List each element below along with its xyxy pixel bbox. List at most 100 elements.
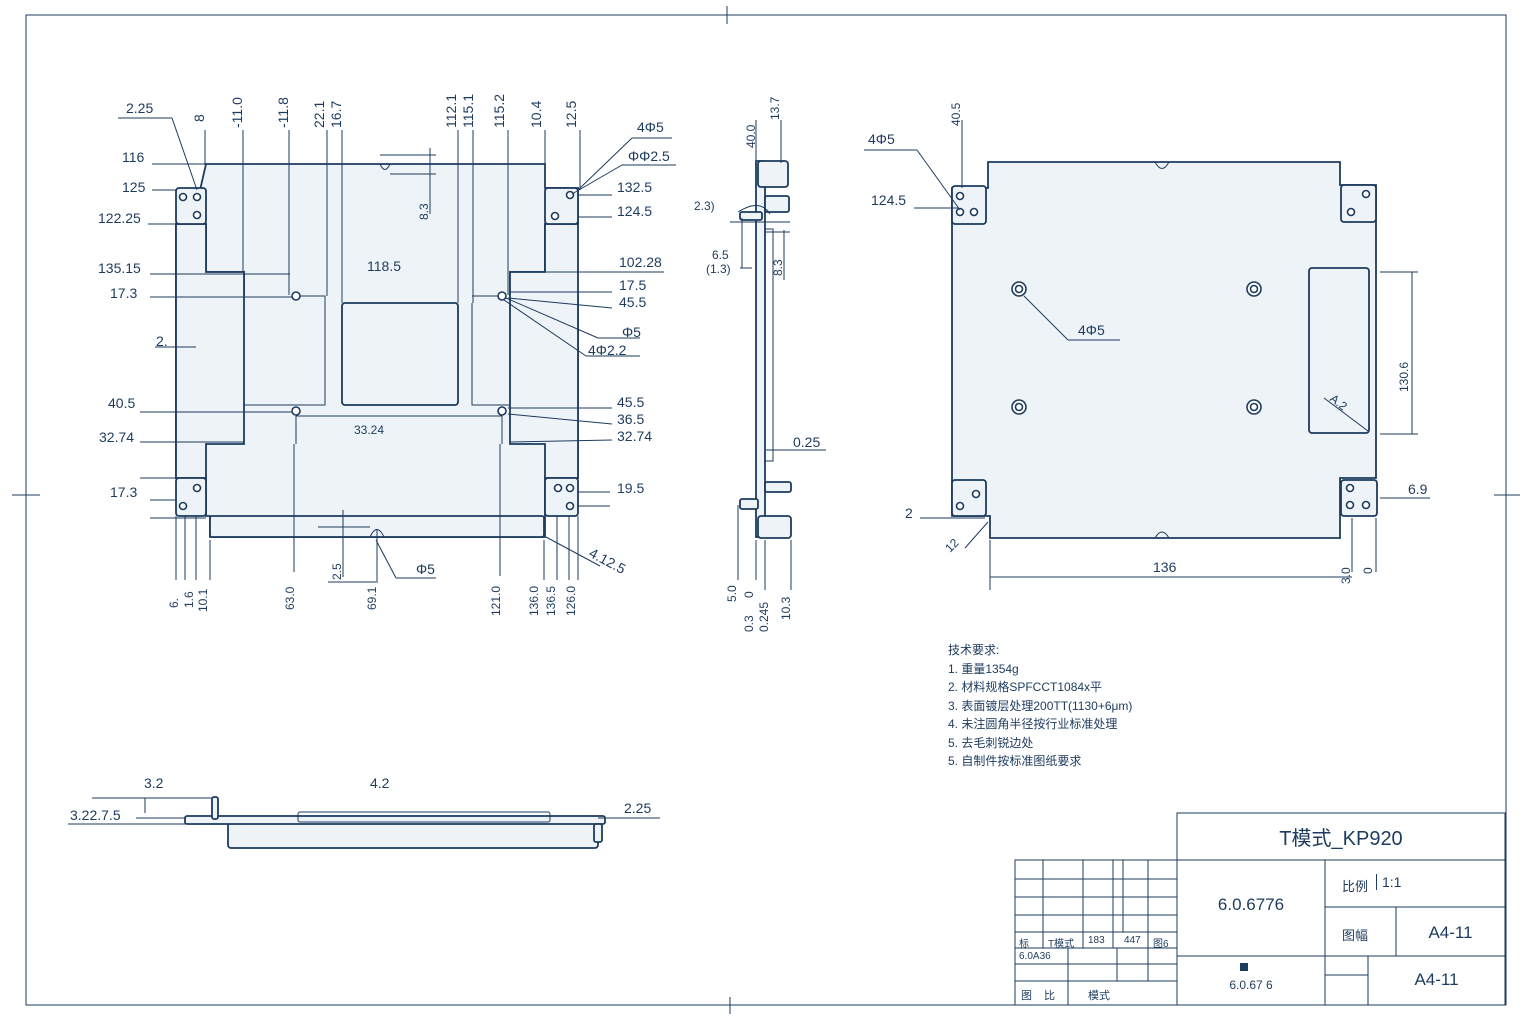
rev-code: 6.0A36: [1019, 951, 1051, 962]
dim-label: 17.3: [110, 484, 137, 500]
dim-label: 22.1: [311, 101, 327, 128]
note-item: 5. 去毛刺锐边处: [948, 735, 1034, 750]
note-item: 2. 材料规格SPFCCT1084x平: [948, 680, 1103, 694]
dim-label: 8: [191, 114, 207, 122]
dim-label: 3.2: [144, 775, 164, 791]
dim-label: 4Φ5: [868, 131, 895, 147]
dim-label: 40.0: [744, 124, 758, 148]
dim-label: 130.6: [1397, 362, 1411, 392]
dim-label: 4Φ5: [637, 119, 664, 135]
dim-label: 6.5: [712, 248, 729, 262]
sheet-border: [25, 14, 1507, 1006]
dim-label: 132.5: [617, 179, 652, 195]
bottom-cell: 比: [1044, 990, 1055, 1002]
dim-label: 69.1: [365, 586, 379, 610]
dim-label: 115.2: [491, 94, 507, 128]
tab-bottom-right: [544, 477, 579, 517]
dim-label: 4Φ5: [1078, 322, 1105, 338]
dim-label: 13.7: [768, 96, 782, 120]
dim-label: 4.12.5: [587, 545, 629, 578]
dim-label: 36.5: [617, 411, 644, 427]
scale-label: 比例: [1342, 879, 1369, 894]
dim-label: 10.1: [196, 588, 210, 612]
dim-label: 33.24: [354, 423, 384, 437]
label-area: [1308, 267, 1370, 434]
note-item: 1. 重量1354g: [948, 661, 1019, 676]
dim-label: 126.0: [564, 586, 578, 616]
dim-label: 32.74: [99, 429, 134, 445]
dim-label: 63.0: [283, 586, 297, 610]
dim-label: 12.5: [563, 101, 579, 128]
rev-cell: 标: [1019, 939, 1029, 950]
tab-top-left: [175, 187, 207, 225]
dim-label: 2: [905, 505, 913, 521]
sheet-label: 图幅: [1342, 928, 1369, 943]
dim-label: 2.3): [694, 199, 715, 213]
bottom-view: [68, 796, 660, 849]
code-small: 6.0.67 6: [1229, 978, 1273, 992]
dim-label: 3.22.7.5: [70, 807, 121, 823]
dim-label: 2.: [156, 333, 168, 349]
dim-label: 10.3: [779, 596, 793, 620]
dim-label: Φ5: [622, 324, 641, 340]
note-item: 4. 未注圆角半径按行业标准处理: [948, 717, 1118, 731]
mounting-bosses: [1011, 281, 1262, 415]
dim-label: 3.0: [1339, 567, 1353, 584]
sheet-value-2: A4-11: [1414, 970, 1459, 989]
drawing-number: 6.0.6776: [1217, 895, 1285, 914]
rev-cell: 图6: [1153, 939, 1169, 950]
back-view-dimensions: 40.5 4Φ5 124.5 4Φ5 130.6 A.2 6.9 2 12 13…: [868, 102, 1428, 584]
notes-title: 技术要求:: [948, 643, 1000, 657]
dim-label: 2.5: [330, 563, 344, 580]
dim-label: 6.9: [1408, 481, 1428, 497]
dim-label: 17.3: [110, 285, 137, 301]
dim-label: 4.2: [370, 775, 390, 791]
dim-label: 121.0: [489, 586, 503, 616]
dim-label: 136.0: [527, 586, 541, 616]
dim-label: 0.3: [742, 615, 756, 632]
dim-label: 40.5: [108, 395, 135, 411]
dim-label: 125: [122, 179, 146, 195]
dim-label: -11.8: [275, 97, 291, 128]
dim-label: 16.7: [328, 101, 344, 128]
dim-label: 2.25: [126, 100, 153, 116]
dim-label: 32.74: [617, 428, 652, 444]
dim-label: 8.3: [771, 259, 785, 276]
note-item: 5. 自制件按标准图纸要求: [948, 754, 1082, 768]
technical-notes: 技术要求: 1. 重量1354g 2. 材料规格SPFCCT1084x平 3. …: [948, 641, 1132, 771]
dim-label: 2.25: [624, 800, 651, 816]
dim-label: 112.1: [443, 94, 459, 128]
dim-label: 6.: [167, 598, 181, 608]
dim-label: 45.5: [619, 294, 646, 310]
dim-label: 40.5: [949, 102, 963, 126]
dim-label: -11.0: [229, 97, 245, 128]
dim-label: 135.15: [98, 260, 141, 276]
window-center: [341, 302, 459, 406]
bottom-cell: 模式: [1088, 990, 1110, 1002]
rev-cell: T模式: [1048, 939, 1075, 950]
dim-label: 136: [1153, 559, 1177, 575]
dim-label: 0.25: [793, 434, 820, 450]
dim-label: 1.6: [182, 591, 196, 608]
dim-label: 115.1: [460, 94, 476, 128]
side-view-dimensions: 40.0 13.7 2.3) 6.5 (1.3) 8.3 0.25 5.0 0 …: [694, 96, 820, 632]
bottom-view-body: [227, 821, 599, 849]
dim-label: 122.25: [98, 210, 141, 226]
scale-value: 1:1: [1376, 874, 1401, 890]
dim-label: 12: [942, 536, 962, 556]
dim-label: 102.28: [619, 254, 662, 270]
dim-label: 8.3: [417, 203, 431, 220]
dim-label: 116: [122, 149, 145, 165]
dim-label: 136.5: [544, 586, 558, 616]
title-block-square-mark: [1240, 963, 1248, 971]
front-view: [118, 117, 676, 583]
title-block: [1014, 812, 1506, 1006]
dim-label: 4Φ2.2: [588, 342, 627, 358]
rev-cell: 447: [1124, 935, 1141, 946]
dim-label: 5.0: [725, 585, 739, 602]
dim-label: Φ5: [416, 561, 435, 577]
sheet-value: A4-11: [1428, 923, 1473, 942]
tab-bottom-left: [175, 477, 207, 517]
drawing-name: T模式_KP920: [1279, 828, 1403, 850]
